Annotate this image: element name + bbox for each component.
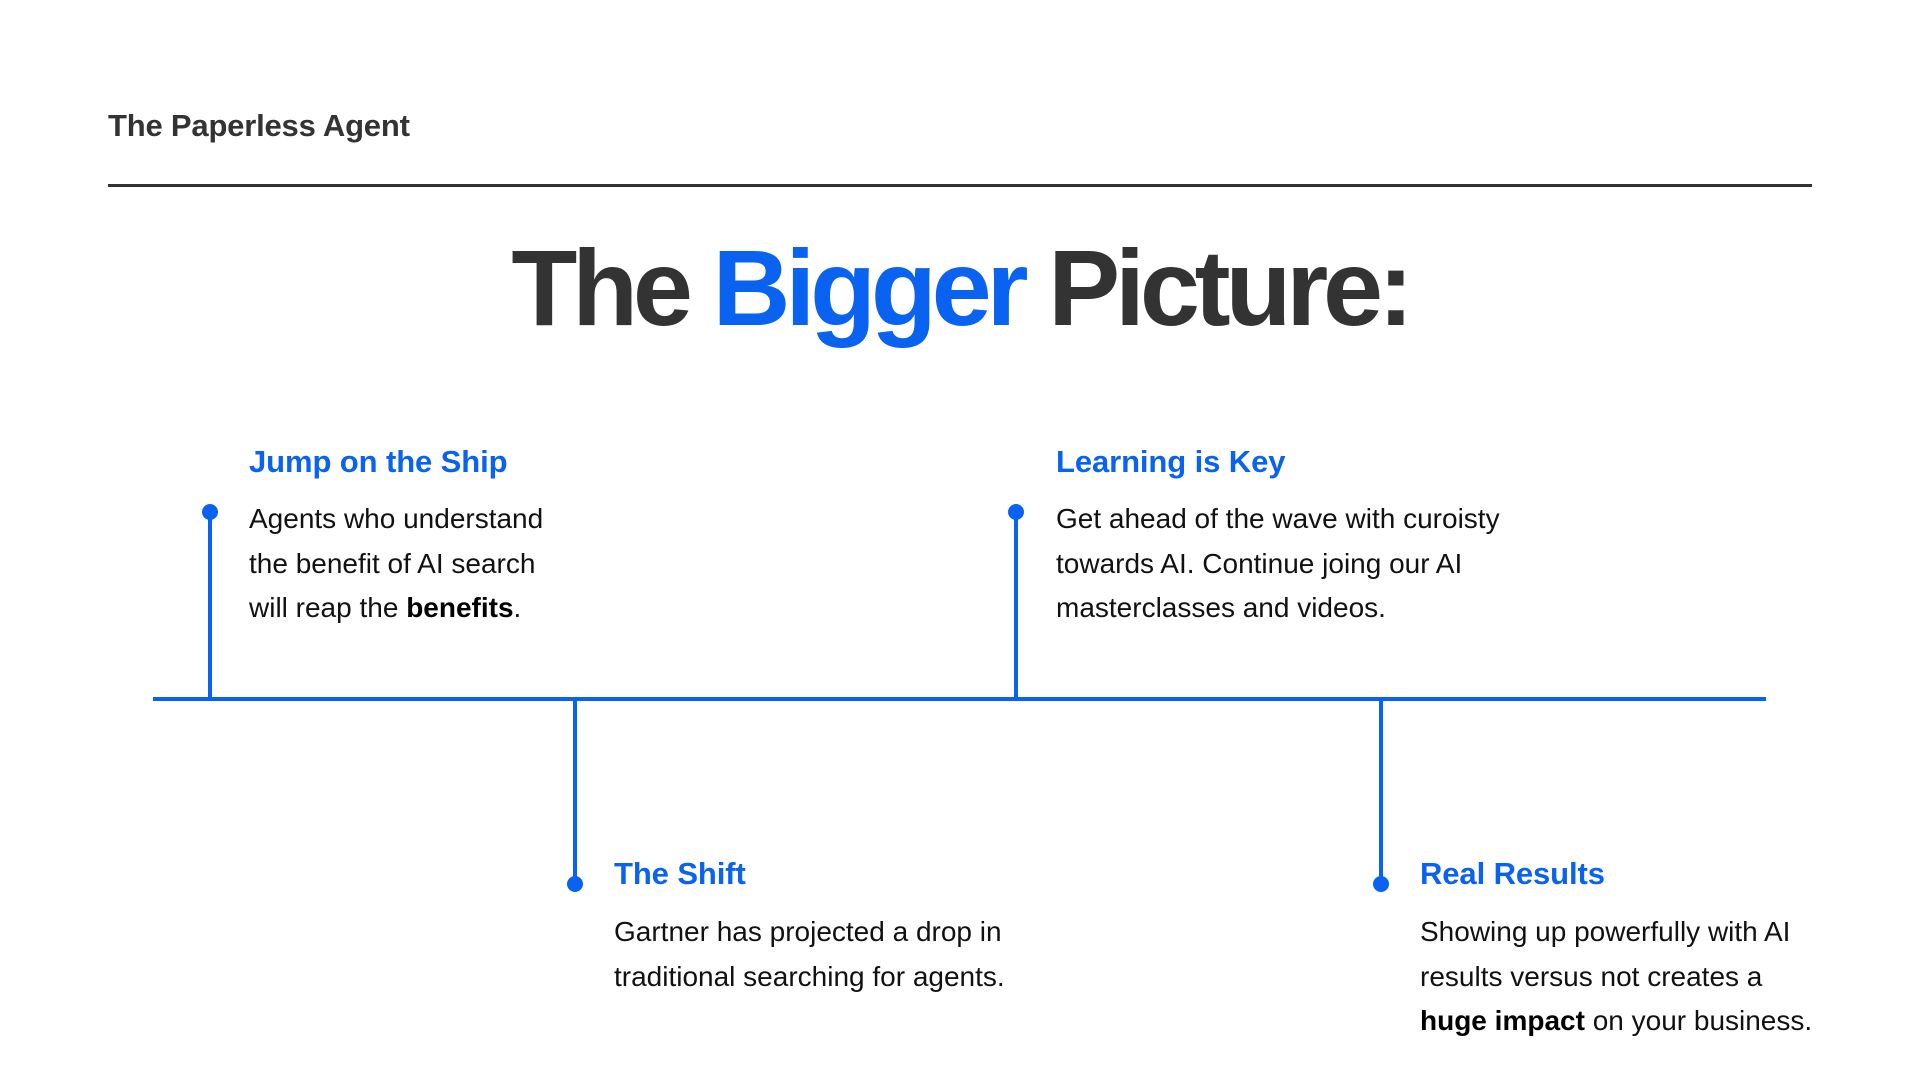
timeline-stem — [1379, 699, 1383, 884]
header-divider — [108, 184, 1812, 187]
body-line: Get ahead of the wave with curoisty — [1056, 503, 1500, 534]
timeline-dot-icon — [202, 504, 218, 520]
page-title: The Bigger Picture: — [0, 228, 1920, 348]
body-line: Agents who understand — [249, 503, 544, 534]
timeline-dot-icon — [567, 876, 583, 892]
body-line: results versus not creates a — [1420, 960, 1763, 992]
body-emphasis: benefits — [406, 592, 514, 623]
title-part-1: The — [511, 227, 713, 348]
timeline-stem — [573, 699, 577, 884]
timeline-item-body: Gartner has projected a drop in traditio… — [614, 910, 1005, 999]
timeline-item-body: Agents who understand the benefit of AI … — [249, 497, 543, 631]
timeline-item-body: Showing up powerfully with AI results ve… — [1420, 910, 1812, 1044]
body-line: will reap the benefits. — [249, 586, 543, 631]
timeline-item-heading: The Shift — [614, 856, 746, 891]
timeline-stem — [208, 512, 212, 700]
body-line: traditional searching for agents. — [614, 960, 1005, 992]
title-part-2: Picture: — [1023, 227, 1414, 348]
timeline-item-heading: Jump on the Ship — [249, 444, 508, 479]
body-text: will reap the — [249, 592, 407, 623]
body-text: on your business. — [1584, 1005, 1813, 1036]
body-text: . — [513, 592, 522, 623]
body-line: Showing up powerfully with AI — [1420, 916, 1791, 947]
timeline-item-heading: Real Results — [1420, 856, 1605, 891]
body-line: Gartner has projected a drop in — [614, 916, 1002, 947]
timeline-dot-icon — [1008, 504, 1024, 520]
body-line: huge impact on your business. — [1420, 999, 1812, 1044]
body-line: the benefit of AI search — [249, 547, 536, 579]
body-emphasis: huge impact — [1420, 1005, 1585, 1036]
brand-name: The Paperless Agent — [108, 108, 410, 143]
timeline-stem — [1014, 512, 1018, 700]
timeline-item-heading: Learning is Key — [1056, 444, 1286, 479]
body-line: masterclasses and videos. — [1056, 592, 1386, 623]
body-line: towards AI. Continue joing our AI — [1056, 547, 1463, 579]
timeline-dot-icon — [1373, 876, 1389, 892]
timeline-axis — [153, 697, 1766, 701]
title-accent-word: Bigger — [712, 227, 1029, 348]
timeline-item-body: Get ahead of the wave with curoisty towa… — [1056, 497, 1500, 631]
